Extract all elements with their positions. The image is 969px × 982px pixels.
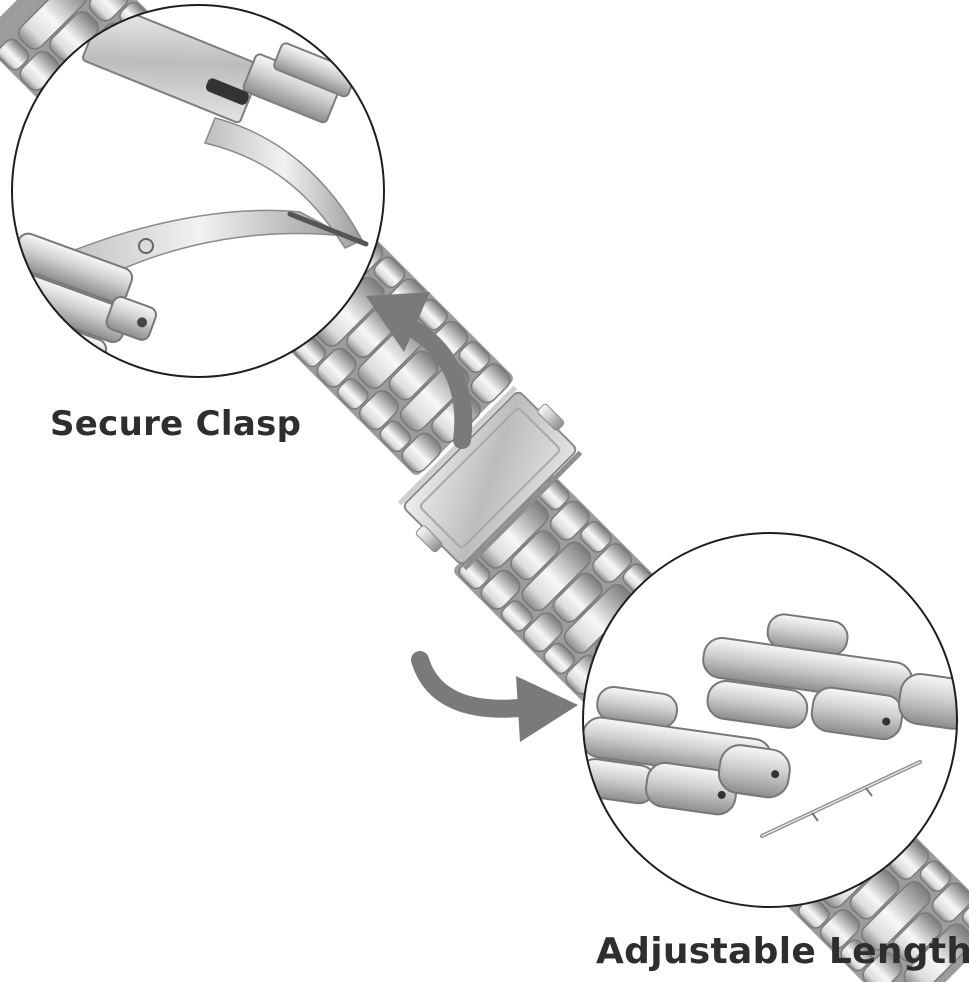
adjustable-length-caption: Adjustable Length <box>596 931 969 972</box>
band-link-row <box>294 256 406 368</box>
curved-arrow-up-left-icon <box>366 292 473 449</box>
band-link-row <box>543 563 655 675</box>
clasp-detail-circle <box>11 4 385 378</box>
curved-arrow-down-right-icon <box>411 651 578 742</box>
band-link-row <box>522 542 633 653</box>
band-link-row <box>840 860 952 972</box>
band-link-row <box>500 520 612 632</box>
band-link-row <box>882 902 969 982</box>
links-detail-circle <box>582 532 958 908</box>
band-link-row <box>862 882 969 982</box>
band-link-row <box>0 0 88 71</box>
secure-clasp-caption: Secure Clasp <box>50 404 302 444</box>
band-link-row <box>480 500 590 610</box>
band-clasp <box>397 385 583 571</box>
